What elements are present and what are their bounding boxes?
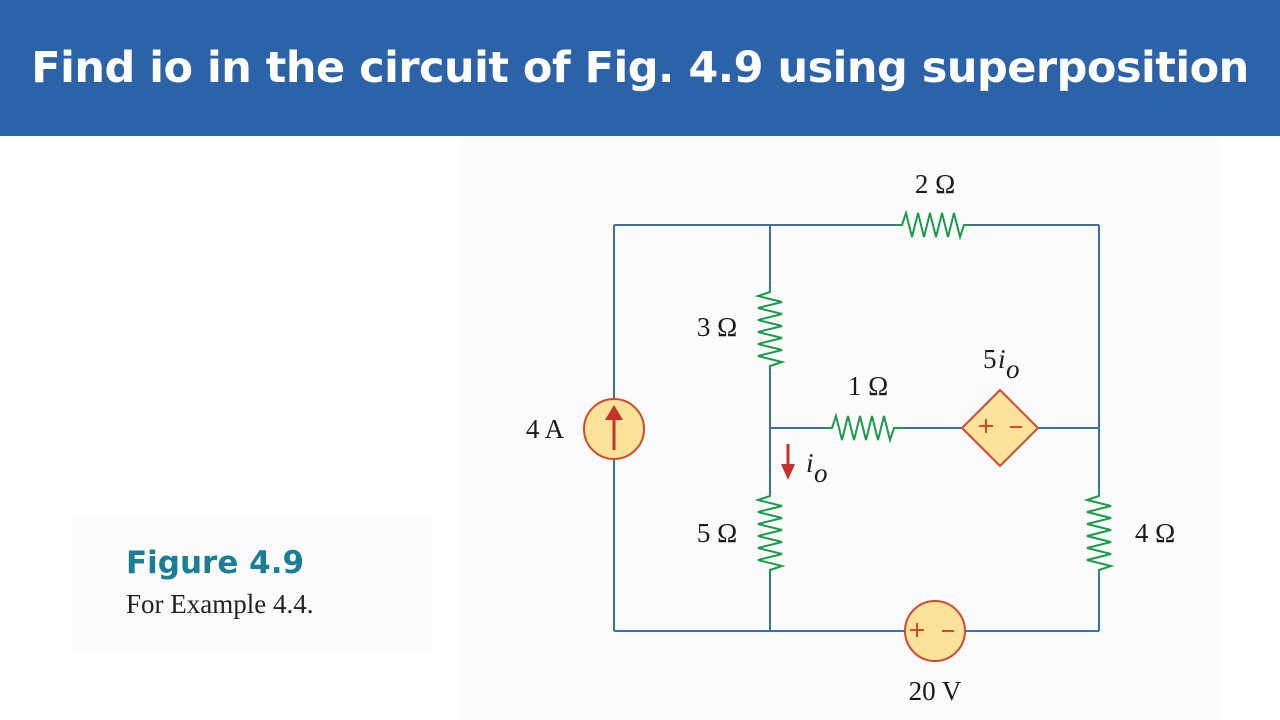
svg-text:i: i <box>998 344 1006 374</box>
resistor-5-ohm <box>754 490 786 574</box>
svg-text:o: o <box>814 458 828 488</box>
label-20v: 20 V <box>909 676 962 706</box>
label-dependent-source: 5 i o <box>983 344 1020 384</box>
label-5-ohm: 5 Ω <box>697 518 737 548</box>
dependent-voltage-source <box>960 388 1040 468</box>
label-3-ohm: 3 Ω <box>697 312 737 342</box>
label-4-ohm: 4 Ω <box>1135 518 1175 548</box>
svg-text:i: i <box>806 448 814 478</box>
svg-text:o: o <box>1006 354 1020 384</box>
voltage-source-20v <box>904 600 966 662</box>
resistor-3-ohm <box>754 286 786 370</box>
resistor-1-ohm <box>826 412 904 444</box>
current-source-4a <box>583 398 645 460</box>
current-io-arrow <box>781 444 795 480</box>
label-2-ohm: 2 Ω <box>915 169 955 199</box>
svg-text:5: 5 <box>983 344 997 374</box>
label-1-ohm: 1 Ω <box>848 371 888 401</box>
caption-panel <box>72 515 432 650</box>
arrowhead-up-icon <box>605 405 623 420</box>
label-4a: 4 A <box>526 414 565 444</box>
figure-caption-heading: Figure 4.9 <box>126 545 305 581</box>
page-title: Find io in the circuit of Fig. 4.9 using… <box>31 43 1249 93</box>
figure-caption-text: For Example 4.4. <box>126 589 314 619</box>
header-banner: Find io in the circuit of Fig. 4.9 using… <box>0 0 1280 136</box>
resistor-4-ohm <box>1083 490 1115 574</box>
circuit-wires <box>613 224 1100 632</box>
arrow-down-icon <box>781 464 795 480</box>
label-io: i o <box>806 448 828 488</box>
resistor-2-ohm <box>896 209 970 241</box>
